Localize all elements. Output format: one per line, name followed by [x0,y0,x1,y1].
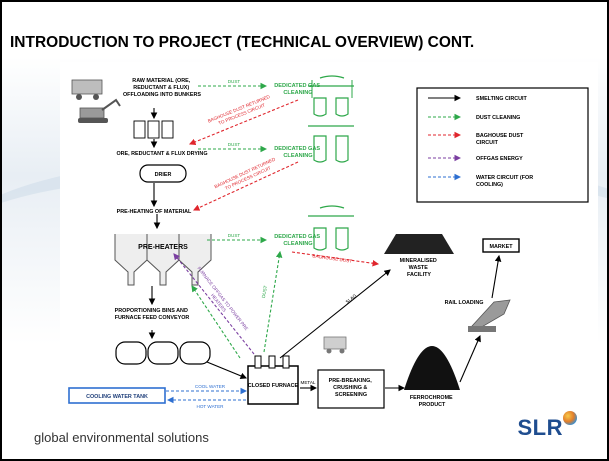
footer-tagline: global environmental solutions [34,430,209,445]
haul-truck-icon [323,336,347,354]
closed-furnace-label: CLOSED FURNACE [248,383,299,389]
waste-pile-icon [384,234,454,254]
ferrochrome-pile-icon [404,346,460,390]
truck-icon [71,79,103,100]
waste-facility-label: MINERALISED WASTE FACILITY [400,258,439,278]
gas-cleaning-2-label: DEDICATED GAS CLEANING [274,146,321,159]
feed-bins-icon [115,341,211,365]
smelting-edges [148,108,502,392]
globe-logo-icon [563,411,577,425]
slide-title: INTRODUCTION TO PROJECT (TECHNICAL OVERV… [10,34,475,51]
cooling-tank-box [68,387,166,404]
proportioning-label: PROPORTIONING BINS AND FURNACE FEED CONV… [115,308,190,321]
ferrochrome-label: FERROCHROME PRODUCT [410,395,454,408]
slag-label: SLAG [345,293,358,305]
preheaters-icon [114,234,212,286]
closed-furnace-icon [247,355,299,405]
baghouse-dust-label: BAGHOUSE DUST [312,253,352,264]
legend-label-smelting: SMELTING CIRCUIT [476,96,528,102]
water-edges [166,387,248,404]
cool-water-label: COOL WATER [195,384,226,389]
dust-label-2: DUST [228,142,241,147]
slr-logo: SLR [517,415,563,440]
gas-cleaning-2-icon [308,125,354,163]
preheaters-label: PRE-HEATERS [138,244,188,251]
market-box [482,238,520,253]
rail-loader-icon [468,299,511,332]
drying-label: ORE, REDUCTANT & FLUX DRYING [116,151,207,157]
cooling-tank-label: COOLING WATER TANK [86,394,148,400]
dust-label-1: DUST [228,79,241,84]
rail-loading-label: RAIL LOADING [445,300,484,306]
raw-material-label: RAW MATERIAL (ORE, REDUCTANT & FLUX) OFF… [123,78,201,98]
dust-edges [191,82,283,359]
excavator-icon [78,98,121,123]
legend-box [416,87,589,203]
market-label: MARKET [489,244,513,250]
legend: SMELTING CIRCUIT DUST CLEANING BAGHOUSE DU… [428,94,533,188]
drier-icon [139,164,187,183]
legend-label-offgas: OFFGAS ENERGY [476,156,523,162]
bunker-icon [133,120,174,139]
prebreaking-box [317,369,385,409]
gas-cleaning-1-icon [308,75,354,117]
drier-label: DRIER [155,172,172,178]
metal-label: METAL [301,380,316,385]
gas-cleaning-1-label: DEDICATED GAS CLEANING [274,83,321,96]
preheating-label: PRE-HEATING OF MATERIAL [117,209,192,215]
hot-water-label: HOT WATER [197,404,225,409]
dust-label-4: DUST [261,285,268,298]
baghouse-edges [188,99,380,267]
offgas-edge [173,253,255,355]
legend-label-dust: DUST CLEANING [476,115,520,121]
prebreaking-label: PRE-BREAKING, CRUSHING & SCREENING [329,378,374,398]
gas-cleaning-3-label: DEDICATED GAS CLEANING [274,234,321,247]
furnace-offgas-label: FURNACE OFFGAS TO POWER PRE HEATERS [192,266,250,336]
gas-cleaning-3-icon [308,205,354,251]
dust-label-3: DUST [228,233,241,238]
